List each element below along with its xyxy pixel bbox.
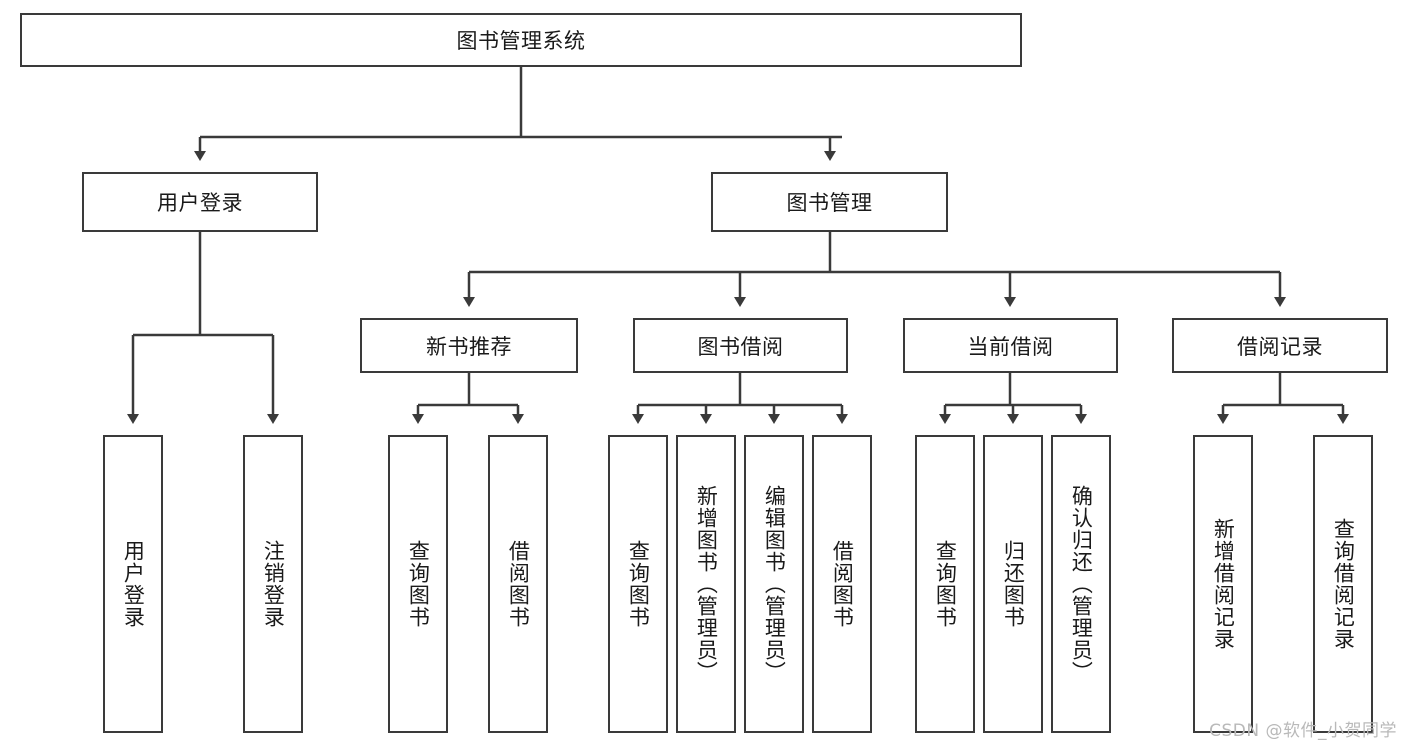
node-root-label: 图书管理系统 <box>456 29 586 53</box>
node-leaf-return-book-label: 归还图书 <box>1001 540 1026 628</box>
node-root[interactable]: 图书管理系统 <box>20 13 1022 67</box>
node-leaf-query-book-recommend-label: 查询图书 <box>406 540 431 628</box>
node-book-borrow[interactable]: 图书借阅 <box>633 318 848 373</box>
node-leaf-confirm-return-admin-label: 确认归还（管理员） <box>1069 485 1094 683</box>
node-book-borrow-label: 图书借阅 <box>697 334 784 359</box>
node-borrow-record[interactable]: 借阅记录 <box>1172 318 1388 373</box>
node-leaf-query-book-recommend[interactable]: 查询图书 <box>388 435 448 733</box>
node-leaf-query-book-current-label: 查询图书 <box>933 540 958 628</box>
node-leaf-add-borrow-record[interactable]: 新增借阅记录 <box>1193 435 1253 733</box>
node-leaf-borrow-book[interactable]: 借阅图书 <box>812 435 872 733</box>
node-leaf-query-borrow-record[interactable]: 查询借阅记录 <box>1313 435 1373 733</box>
node-leaf-logout-label: 注销登录 <box>261 540 286 628</box>
node-leaf-return-book[interactable]: 归还图书 <box>983 435 1043 733</box>
node-new-book-recommend-label: 新书推荐 <box>426 334 512 359</box>
node-current-borrow[interactable]: 当前借阅 <box>903 318 1118 373</box>
node-borrow-record-label: 借阅记录 <box>1237 334 1323 359</box>
node-leaf-logout[interactable]: 注销登录 <box>243 435 303 733</box>
node-leaf-borrow-book-recommend-label: 借阅图书 <box>506 540 531 628</box>
node-leaf-query-book-borrow[interactable]: 查询图书 <box>608 435 668 733</box>
node-leaf-add-book-admin[interactable]: 新增图书（管理员） <box>676 435 736 733</box>
node-current-borrow-label: 当前借阅 <box>967 334 1054 359</box>
node-leaf-add-borrow-record-label: 新增借阅记录 <box>1211 518 1236 650</box>
node-leaf-borrow-book-label: 借阅图书 <box>830 540 855 628</box>
node-leaf-edit-book-admin[interactable]: 编辑图书（管理员） <box>744 435 804 733</box>
node-leaf-edit-book-admin-label: 编辑图书（管理员） <box>762 485 787 683</box>
node-leaf-user-login[interactable]: 用户登录 <box>103 435 163 733</box>
node-user-login-label: 用户登录 <box>157 191 243 215</box>
node-leaf-query-book-current[interactable]: 查询图书 <box>915 435 975 733</box>
node-leaf-add-book-admin-label: 新增图书（管理员） <box>694 485 719 683</box>
node-leaf-confirm-return-admin[interactable]: 确认归还（管理员） <box>1051 435 1111 733</box>
node-user-login[interactable]: 用户登录 <box>82 172 318 232</box>
node-leaf-user-login-label: 用户登录 <box>121 540 146 628</box>
node-new-book-recommend[interactable]: 新书推荐 <box>360 318 578 373</box>
node-leaf-query-borrow-record-label: 查询借阅记录 <box>1331 518 1356 650</box>
node-leaf-query-book-borrow-label: 查询图书 <box>626 540 651 628</box>
node-leaf-borrow-book-recommend[interactable]: 借阅图书 <box>488 435 548 733</box>
node-book-management[interactable]: 图书管理 <box>711 172 948 232</box>
watermark-text: CSDN @软件_小贺同学 <box>1209 721 1397 741</box>
node-book-management-label: 图书管理 <box>786 191 873 215</box>
